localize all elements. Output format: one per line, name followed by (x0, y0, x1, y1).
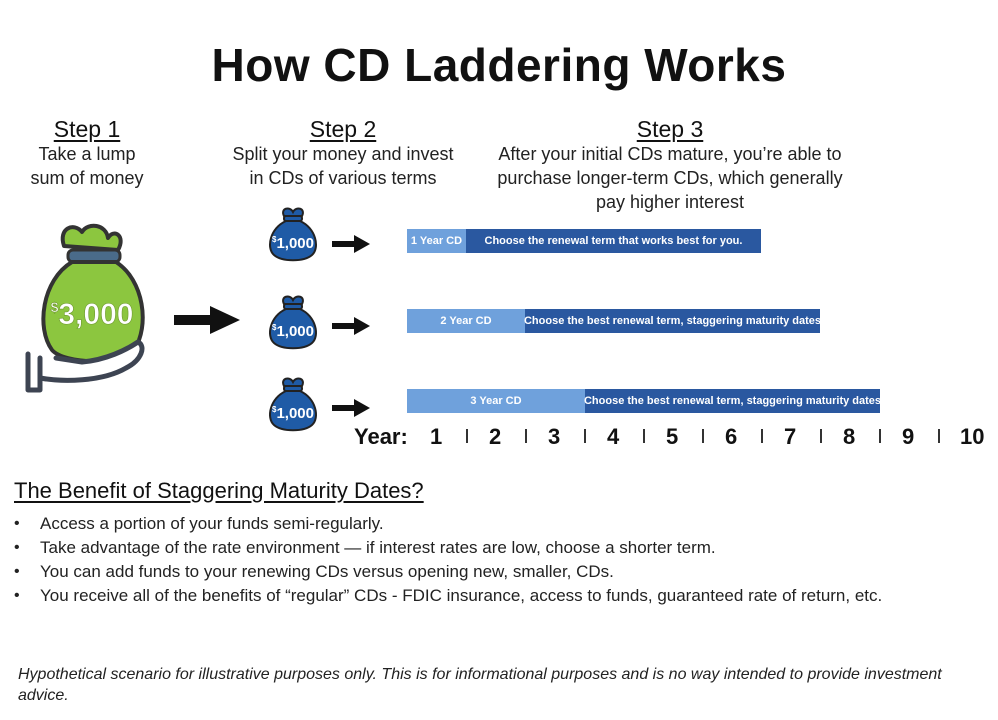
svg-text:$3,000: $3,000 (51, 298, 134, 331)
year-tick-label: 1 (430, 424, 443, 449)
arrow-right-icon (174, 306, 240, 334)
renewal-bar: Choose the best renewal term, staggering… (524, 309, 821, 333)
money-bag-icon: $1,000 (269, 377, 317, 432)
year-tick-label: 8 (843, 424, 856, 449)
disclaimer: Hypothetical scenario for illustrative p… (18, 666, 942, 704)
step-3-heading: Step 3 (636, 116, 704, 142)
bag-amount: 1,000 (276, 235, 314, 252)
benefits-heading: The Benefit of Staggering Maturity Dates… (14, 478, 424, 503)
bag-amount: 1,000 (276, 405, 314, 422)
year-tick-label: 10 (960, 424, 985, 449)
step-3-desc-line: pay higher interest (595, 192, 745, 212)
bag-amount: 1,000 (276, 323, 314, 340)
bag-currency: $ (272, 323, 277, 332)
step-2-description: Split your money and invest in CDs of va… (213, 142, 473, 190)
bag-currency: $ (272, 235, 277, 244)
step-3-desc-line: purchase longer-term CDs, which generall… (497, 168, 843, 188)
svg-text:$1,000: $1,000 (272, 235, 314, 252)
year-tick (584, 429, 586, 443)
ladder-row-1: 1 Year CD Choose the renewal term that w… (407, 229, 761, 253)
arrow-right-icon (332, 317, 370, 335)
year-tick-label: 5 (666, 424, 679, 449)
year-tick (761, 429, 763, 443)
list-item: Access a portion of your funds semi-regu… (14, 512, 882, 536)
step-3-desc-line: After your initial CDs mature, you’re ab… (498, 144, 842, 164)
money-bag-icon: $1,000 (269, 207, 317, 262)
arrow-right-icon (332, 399, 370, 417)
step-2-desc-line: in CDs of various terms (249, 168, 437, 188)
term-bar: 3 Year CD (407, 389, 585, 413)
year-tick (643, 429, 645, 443)
step-1-heading: Step 1 (53, 116, 121, 142)
step-2-desc-line: Split your money and invest (232, 144, 454, 164)
year-axis-label: Year: (354, 424, 408, 449)
year-tick-label: 4 (607, 424, 620, 449)
year-tick (938, 429, 940, 443)
svg-text:$1,000: $1,000 (272, 405, 314, 422)
benefits-list: Access a portion of your funds semi-regu… (14, 512, 882, 608)
year-tick (879, 429, 881, 443)
year-tick (525, 429, 527, 443)
bag-currency: $ (272, 405, 277, 414)
big-bag-currency: $ (51, 299, 59, 315)
list-item: You can add funds to your renewing CDs v… (14, 560, 882, 584)
year-tick-label: 9 (902, 424, 915, 449)
page-title: How CD Laddering Works (211, 39, 787, 91)
year-tick-label: 6 (725, 424, 738, 449)
term-bar: 1 Year CD (407, 229, 466, 253)
money-bag-icon: $1,000 (269, 295, 317, 350)
ladder-row-2: 2 Year CD Choose the best renewal term, … (407, 309, 821, 333)
year-tick (702, 429, 704, 443)
money-bag-on-hand-icon: $3,000 (25, 223, 145, 393)
year-tick (820, 429, 822, 443)
renewal-bar: Choose the best renewal term, staggering… (584, 389, 881, 413)
year-tick-label: 7 (784, 424, 797, 449)
renewal-bar: Choose the renewal term that works best … (466, 229, 761, 253)
year-tick-label: 2 (489, 424, 502, 449)
step-1-desc-line: Take a lump (38, 144, 136, 164)
year-tick (466, 429, 468, 443)
list-item: You receive all of the benefits of “regu… (14, 584, 882, 608)
step-2-heading: Step 2 (309, 116, 377, 142)
step-3-description: After your initial CDs mature, you’re ab… (470, 142, 870, 214)
year-tick-label: 3 (548, 424, 561, 449)
step-1-desc-line: sum of money (30, 168, 144, 188)
term-bar: 2 Year CD (407, 309, 525, 333)
step-1-description: Take a lump sum of money (17, 142, 157, 190)
svg-text:$1,000: $1,000 (272, 323, 314, 340)
ladder-row-3: 3 Year CD Choose the best renewal term, … (407, 389, 881, 413)
year-axis: Year: 1 2 3 4 5 6 7 8 9 10 (354, 424, 994, 454)
list-item: Take advantage of the rate environment —… (14, 536, 882, 560)
arrow-right-icon (332, 235, 370, 253)
big-bag-amount: 3,000 (58, 298, 133, 331)
